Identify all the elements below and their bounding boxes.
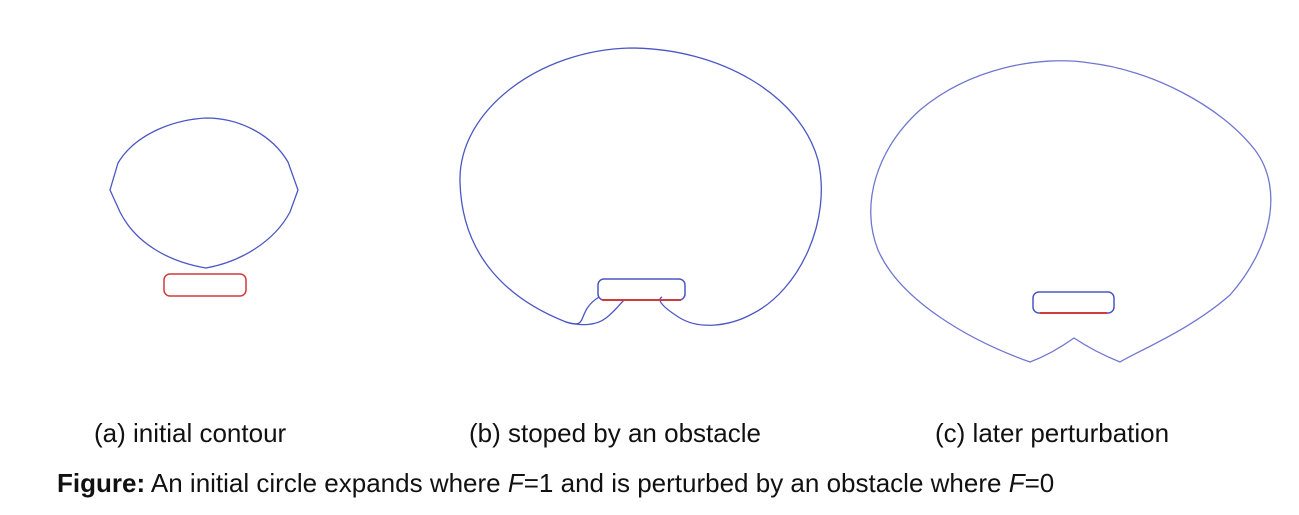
panel-a-caption: (a) initial contour: [94, 418, 287, 448]
panel-b-caption: (b) stoped by an obstacle: [469, 418, 761, 448]
panel-a-obstacle: [163, 273, 247, 297]
panel-b-obstacle-outline: [597, 278, 686, 301]
figure-caption: Figure: An initial circle expands where …: [57, 468, 1054, 499]
panel-c-contour: [870, 60, 1272, 363]
panel-a: [109, 117, 299, 297]
panel-c-obstacle-outline: [1032, 291, 1115, 314]
panel-b: [459, 47, 822, 326]
panel-c-caption: (c) later perturbation: [935, 418, 1170, 448]
figure-caption-var-1: F: [507, 468, 524, 498]
panel-c: [870, 60, 1272, 363]
panel-b-notch: [565, 299, 625, 326]
panel-a-contour: [109, 117, 299, 269]
figure-caption-text-3: =0: [1024, 468, 1055, 498]
figure-panels: [109, 47, 1272, 363]
figure-caption-label: Figure:: [57, 468, 146, 498]
figure-caption-text-1: An initial circle expands where: [145, 468, 508, 498]
panel-b-contour: [459, 47, 822, 326]
figure-caption-var-2: F: [1008, 468, 1025, 498]
figure-caption-text-2: =1 and is perturbed by an obstacle where: [523, 468, 1009, 498]
